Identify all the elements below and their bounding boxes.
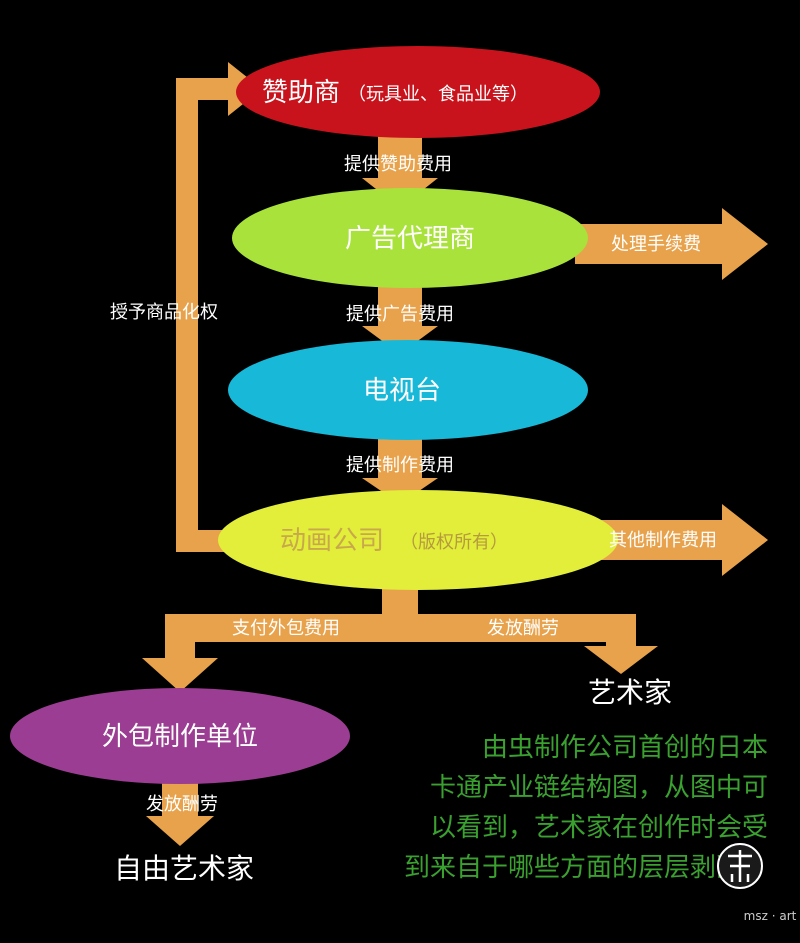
- label-studio-out: 其他制作费用: [609, 530, 717, 551]
- label-pay-artist: 发放酬劳: [487, 618, 559, 639]
- freelance-artist-endpoint: 自由艺术家: [114, 852, 254, 885]
- caption-block: 由虫制作公司首创的日本 卡通产业链结构图，从图中可 以看到，艺术家在创作时会受 …: [404, 733, 768, 883]
- arrow-outsource-to-freelance: [146, 778, 214, 846]
- studio-sub: （版权所有）: [400, 532, 508, 553]
- label-agency-out: 处理手续费: [611, 234, 701, 255]
- arrow-agency-to-tv: [362, 284, 438, 354]
- tv-label: 电视台: [363, 376, 441, 406]
- outsource-label: 外包制作单位: [102, 722, 258, 752]
- logo-text: msz · art: [744, 909, 797, 923]
- arrow-agency-out: [575, 208, 768, 280]
- agency-node: [232, 188, 588, 288]
- caption-line-3: 以看到，艺术家在创作时会受: [430, 813, 768, 843]
- arrow-studio-split: [142, 585, 658, 692]
- label-agency-to-tv: 提供广告费用: [346, 304, 454, 325]
- sponsor-node: [236, 46, 600, 138]
- label-outsource-pay: 发放酬劳: [146, 794, 218, 815]
- label-license: 授予商品化权: [110, 302, 218, 323]
- studio-node: [218, 490, 618, 590]
- watermark-logo: msz · art: [717, 843, 797, 923]
- caption-line-1: 由虫制作公司首创的日本: [482, 733, 768, 763]
- logo-glyph-icon: [728, 850, 752, 882]
- agency-label: 广告代理商: [345, 224, 475, 254]
- sponsor-label: 赞助商: [262, 78, 340, 108]
- label-sponsor-to-agency: 提供赞助费用: [344, 154, 452, 175]
- caption-line-2: 卡通产业链结构图，从图中可: [430, 773, 768, 803]
- sponsor-sub: （玩具业、食品业等）: [348, 84, 528, 105]
- outsource-node: [10, 688, 350, 784]
- studio-label: 动画公司: [280, 526, 384, 556]
- caption-line-4: 到来自于哪些方面的层层剥削。: [404, 853, 768, 883]
- artist-endpoint: 艺术家: [588, 676, 672, 709]
- label-pay-outsource: 支付外包费用: [232, 618, 340, 639]
- tv-node: [228, 340, 588, 440]
- label-tv-to-studio: 提供制作费用: [346, 455, 454, 476]
